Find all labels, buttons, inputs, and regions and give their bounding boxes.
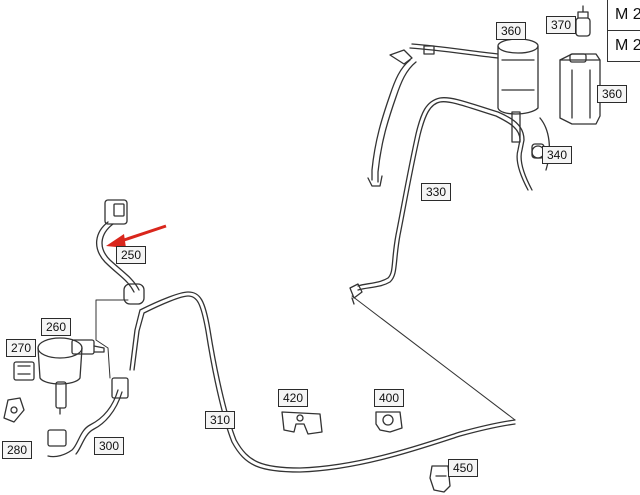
part-260 (37, 337, 105, 415)
part-420 (281, 411, 323, 435)
callout-360-b: 360 (597, 85, 628, 103)
connector-330-end (349, 283, 363, 305)
part-370 (575, 5, 591, 37)
legend-table: M 2 M 2 (607, 0, 640, 62)
part-450 (429, 465, 451, 493)
part-360-canister-b (559, 53, 601, 125)
callout-400: 400 (374, 389, 405, 407)
hose-250 (96, 199, 145, 305)
outline-330 (351, 295, 516, 421)
callout-340: 340 (542, 146, 573, 164)
pointer-arrow (106, 224, 167, 248)
outline-250 (95, 299, 129, 379)
callout-420: 420 (278, 389, 309, 407)
callout-330: 330 (421, 183, 452, 201)
callout-260: 260 (41, 318, 72, 336)
edge-hose-right (539, 117, 551, 171)
legend-row-1: M 2 (608, 0, 640, 31)
callout-280: 280 (2, 441, 33, 459)
hose-300 (47, 377, 129, 458)
callout-450: 450 (448, 459, 479, 477)
callout-300: 300 (94, 437, 125, 455)
callout-360-a: 360 (496, 22, 527, 40)
callout-310: 310 (205, 411, 236, 429)
part-280 (3, 397, 25, 423)
hose-310 (129, 291, 516, 473)
callout-270: 270 (6, 339, 37, 357)
filler-pipe (367, 43, 499, 187)
callout-370: 370 (546, 16, 577, 34)
part-270 (13, 361, 35, 381)
part-400 (375, 411, 403, 433)
part-360-canister-a (497, 38, 545, 159)
callout-250: 250 (116, 246, 147, 264)
legend-row-2: M 2 (615, 37, 640, 54)
